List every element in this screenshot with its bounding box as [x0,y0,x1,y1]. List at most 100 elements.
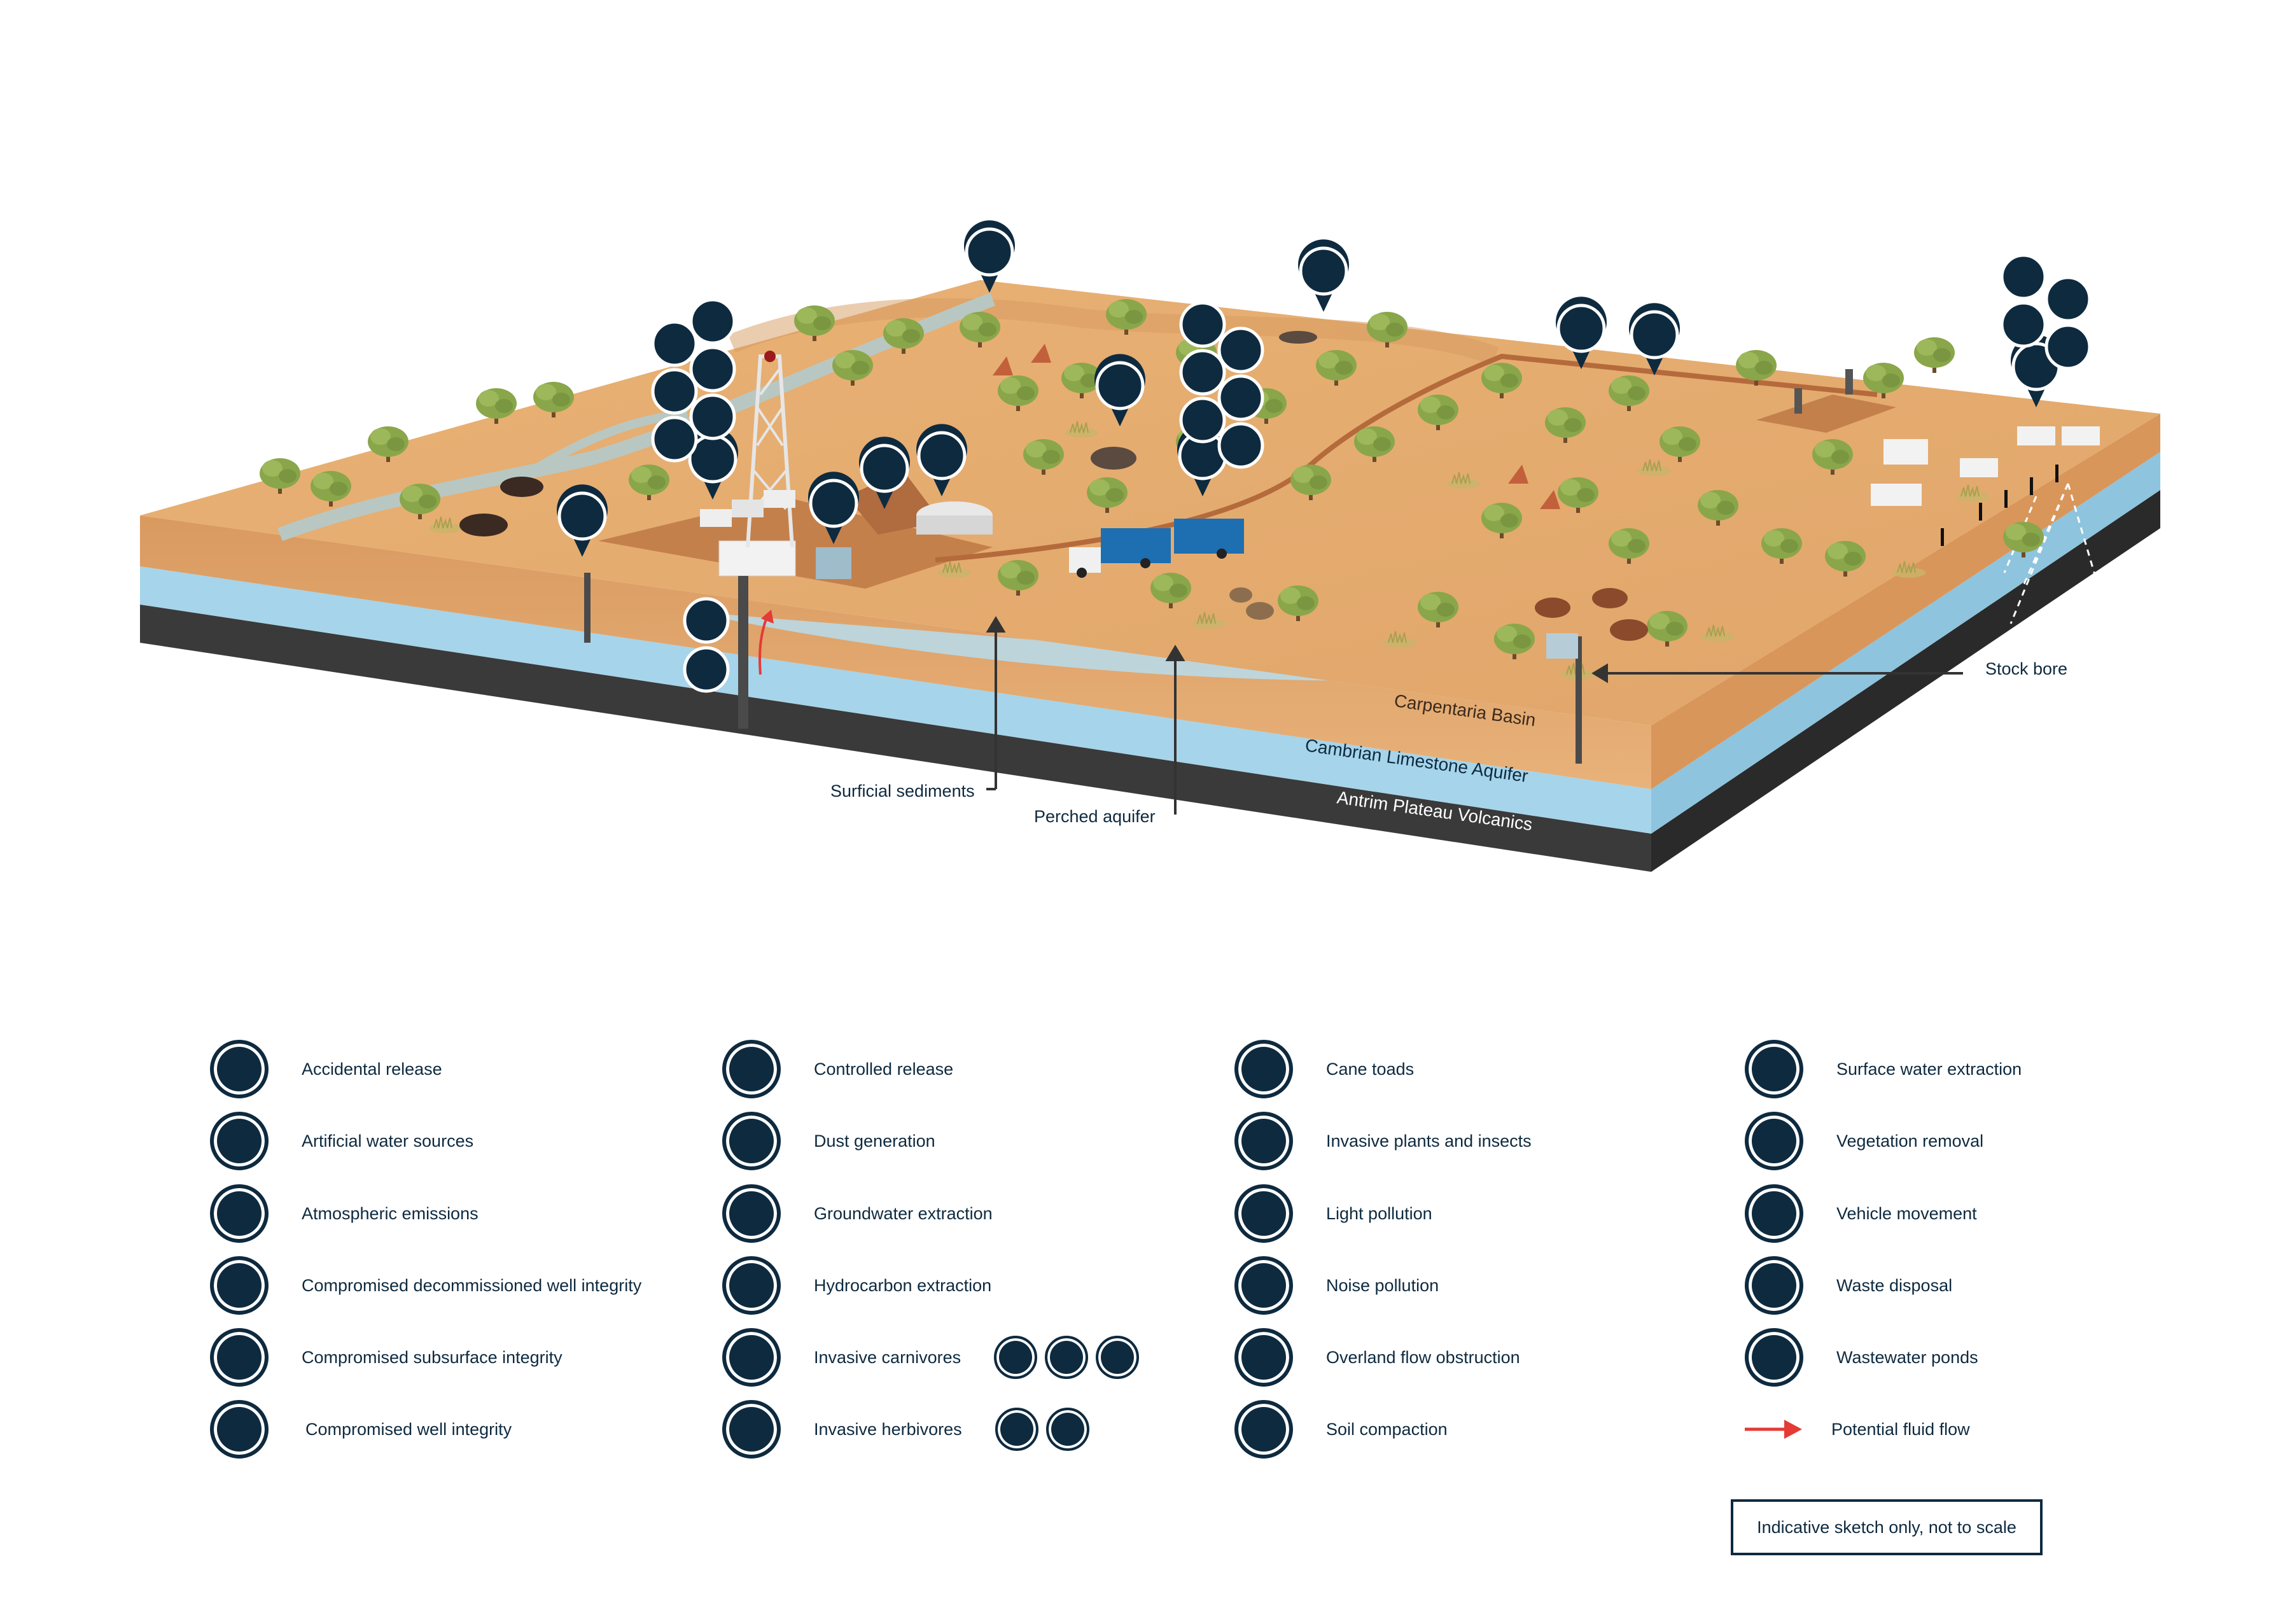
herbivore-examples [988,1408,1089,1451]
fluid-flow-arrow [758,617,768,675]
legend-item: Invasive carnivores [722,1326,1140,1389]
stock-bore-tank [1546,633,1578,659]
vehicle-movement-icon [1745,1184,1803,1243]
legend-label: Soil compaction [1326,1419,1448,1439]
antrim-layer-right [1651,490,2160,872]
legend-item: Vegetation removal [1745,1109,1983,1173]
buffalo-icon [995,1408,1038,1451]
callout-lines [986,616,1963,815]
legend-label: Compromised decommissioned well integrit… [302,1275,642,1295]
legend-label: Compromised well integrity [305,1419,512,1439]
legend-item: Hydrocarbon extraction [722,1254,991,1317]
legend-item: Artificial water sources [210,1109,473,1173]
production-pad [1756,395,1896,433]
hydrocarbon-extraction-icon [722,1256,781,1315]
perched-aquifer-lens [687,611,1368,681]
wellheads [1794,369,1853,414]
storage-tank-side [916,515,993,535]
controlled-release-icon [722,1040,781,1098]
legend-item: Waste disposal [1745,1254,1952,1317]
survey-stakes [1941,465,2058,546]
antrim-layer-left [140,605,1651,872]
creek-branch [519,409,688,481]
legend-item: Groundwater extraction [722,1182,993,1245]
legend-label: Cane toads [1326,1059,1415,1079]
wastewater-ponds-icon [1745,1328,1803,1387]
legend-item: Noise pollution [1234,1254,1439,1317]
invasive-plants-icon [1234,1112,1293,1170]
perched-aquifer-label: Perched aquifer [1034,807,1156,826]
legend-item: Dust generation [722,1109,935,1173]
legend-label: Compromised subsurface integrity [302,1347,563,1367]
pin-stacks [651,253,2092,693]
stock-bore [1576,636,1582,764]
legend-label: Vehicle movement [1836,1203,1977,1223]
legend-item: Controlled release [722,1037,953,1101]
vegetation-removal-icon [1745,1112,1803,1170]
stock-bore-label: Stock bore [1985,659,2067,678]
road-train [1069,519,1244,578]
donkey-icon [1045,1408,1089,1451]
cambrian-layer-left [140,566,1651,834]
legend-item: Wastewater ponds [1745,1326,1978,1389]
legend: Accidental release Artificial water sour… [210,1037,2119,1521]
legend-label: Waste disposal [1836,1275,1953,1295]
legend-item: Potential fluid flow [1745,1397,1970,1461]
legend-item: Invasive plants and insects [1234,1109,1532,1173]
legend-label: Invasive herbivores [814,1419,962,1439]
legend-item: Compromised well integrity [210,1397,512,1461]
legend-label: Groundwater extraction [814,1203,993,1223]
soil-compaction-icon [1234,1400,1293,1459]
legend-label: Overland flow obstruction [1326,1347,1520,1367]
carpentaria-layer-right [1651,414,2160,789]
legend-label: Artificial water sources [302,1131,474,1151]
legend-item: Soil compaction [1234,1397,1448,1461]
legend-label: Accidental release [302,1059,442,1079]
animals [459,331,1648,641]
legend-label: Vegetation removal [1836,1131,1984,1151]
legend-label: Dust generation [814,1131,935,1151]
invasive-herbivores-icon [722,1400,781,1459]
accidental-release-icon [210,1040,269,1098]
legend-item: Atmospheric emissions [210,1182,479,1245]
carnivore-examples [986,1336,1140,1379]
legend-label: Controlled release [814,1059,954,1079]
cat-icon [1045,1336,1089,1379]
overland-flow-icon [1234,1328,1293,1387]
legend-label: Invasive plants and insects [1326,1131,1532,1151]
fluid-flow-arrowhead [761,610,774,624]
legend-item: Cane toads [1234,1037,1414,1101]
water-tank-body [816,547,851,579]
legend-item: Compromised decommissioned well integrit… [210,1254,641,1317]
legend-label: Invasive carnivores [814,1347,961,1367]
legend-label: Wastewater ponds [1836,1347,1978,1367]
legend-item: Overland flow obstruction [1234,1326,1520,1389]
legend-label: Potential fluid flow [1831,1419,1970,1439]
groundwater-extraction-icon [722,1184,781,1243]
legend-label: Surface water extraction [1836,1059,2022,1079]
legend-item: Light pollution [1234,1182,1432,1245]
legend-label: Light pollution [1326,1203,1432,1223]
atmospheric-emissions-icon [210,1184,269,1243]
scale-note: Indicative sketch only, not to scale [1731,1499,2043,1555]
waste-disposal-icon [1745,1256,1803,1315]
decommissioned-well-icon [210,1256,269,1315]
legend-label: Hydrocarbon extraction [814,1275,992,1295]
dust-generation-icon [722,1112,781,1170]
camp-buildings [700,490,795,527]
legend-label: Noise pollution [1326,1275,1439,1295]
monitoring-bore [584,573,590,643]
noise-pollution-icon [1234,1256,1293,1315]
fluid-flow-arrow-icon [1745,1420,1802,1439]
legend-item: Compromised subsurface integrity [210,1326,563,1389]
legend-item: Accidental release [210,1037,442,1101]
well-integrity-icon [210,1400,269,1459]
dog-icon [1096,1336,1140,1379]
artificial-water-icon [210,1112,269,1170]
carpentaria-layer-left [140,515,1651,789]
cane-toad-icon [1234,1040,1293,1098]
vehicles-right [1871,426,2100,506]
surface-water-extraction-icon [1745,1040,1803,1098]
legend-label: Atmospheric emissions [302,1203,479,1223]
landscape-diagram: Surficial sediments Perched aquifer Stoc… [140,0,2160,872]
